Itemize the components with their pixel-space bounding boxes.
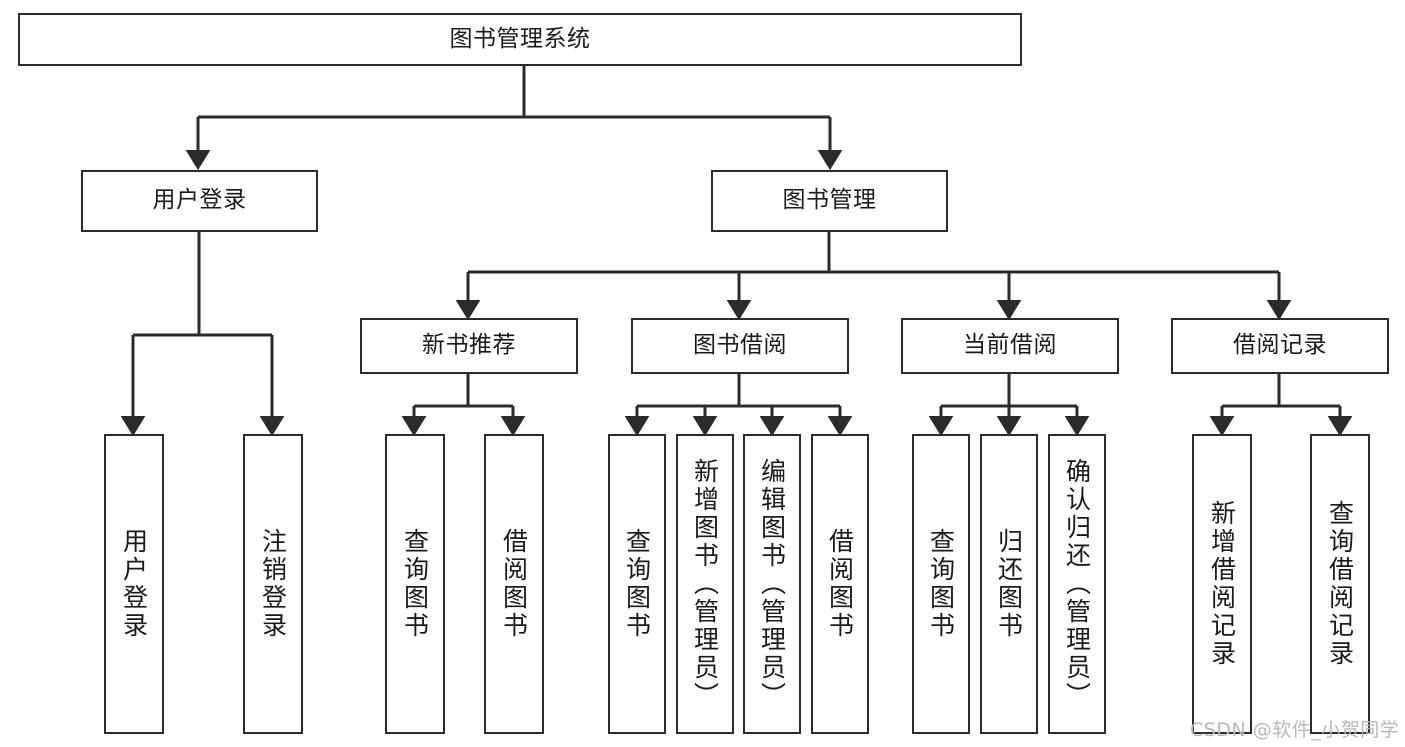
node-label: 查询借阅记录 <box>1325 500 1355 668</box>
node-label: 用户登录 <box>119 528 149 640</box>
csdn-watermark: CSDN @软件_小贺同学 <box>1190 719 1400 741</box>
node-borrow-record[interactable]: 借阅记录 <box>1171 318 1389 374</box>
leaf-borrow-edit-book-admin[interactable]: 编辑图书（管理员） <box>743 434 801 734</box>
leaf-record-query-record[interactable]: 查询借阅记录 <box>1310 434 1370 734</box>
node-book-borrow[interactable]: 图书借阅 <box>631 318 849 374</box>
node-label: 图书管理系统 <box>449 25 591 52</box>
node-label: 查询图书 <box>400 528 430 640</box>
leaf-current-return-book[interactable]: 归还图书 <box>980 434 1038 734</box>
leaf-recommend-borrow-book[interactable]: 借阅图书 <box>484 434 544 734</box>
node-label: 借阅图书 <box>499 528 529 640</box>
node-label: 新增图书（管理员） <box>690 458 720 710</box>
node-label: 确认归还（管理员） <box>1062 458 1092 710</box>
node-label: 编辑图书（管理员） <box>757 458 787 710</box>
node-label: 新书推荐 <box>422 332 516 359</box>
node-label: 借阅图书 <box>825 528 855 640</box>
node-label: 新增借阅记录 <box>1207 500 1237 668</box>
leaf-record-add-record[interactable]: 新增借阅记录 <box>1192 434 1252 734</box>
node-book-management[interactable]: 图书管理 <box>711 170 948 232</box>
node-user-login[interactable]: 用户登录 <box>81 170 318 232</box>
node-current-borrow[interactable]: 当前借阅 <box>901 318 1119 374</box>
node-label: 归还图书 <box>994 528 1024 640</box>
node-label: 注销登录 <box>258 528 288 640</box>
node-root-system[interactable]: 图书管理系统 <box>18 13 1022 66</box>
leaf-borrow-add-book-admin[interactable]: 新增图书（管理员） <box>676 434 734 734</box>
node-new-book-recommend[interactable]: 新书推荐 <box>360 318 578 374</box>
leaf-current-confirm-return-admin[interactable]: 确认归还（管理员） <box>1048 434 1106 734</box>
leaf-borrow-query-book[interactable]: 查询图书 <box>608 434 666 734</box>
node-label: 查询图书 <box>622 528 652 640</box>
leaf-user-login-logout[interactable]: 注销登录 <box>243 434 303 734</box>
leaf-current-query-book[interactable]: 查询图书 <box>912 434 970 734</box>
node-label: 查询图书 <box>926 528 956 640</box>
node-label: 图书借阅 <box>693 332 787 359</box>
node-label: 用户登录 <box>152 187 247 214</box>
node-label: 当前借阅 <box>963 332 1057 359</box>
node-label: 借阅记录 <box>1233 332 1327 359</box>
leaf-user-login-signin[interactable]: 用户登录 <box>104 434 164 734</box>
leaf-recommend-query-book[interactable]: 查询图书 <box>385 434 445 734</box>
node-label: 图书管理 <box>782 187 877 214</box>
leaf-borrow-borrow-book[interactable]: 借阅图书 <box>811 434 869 734</box>
